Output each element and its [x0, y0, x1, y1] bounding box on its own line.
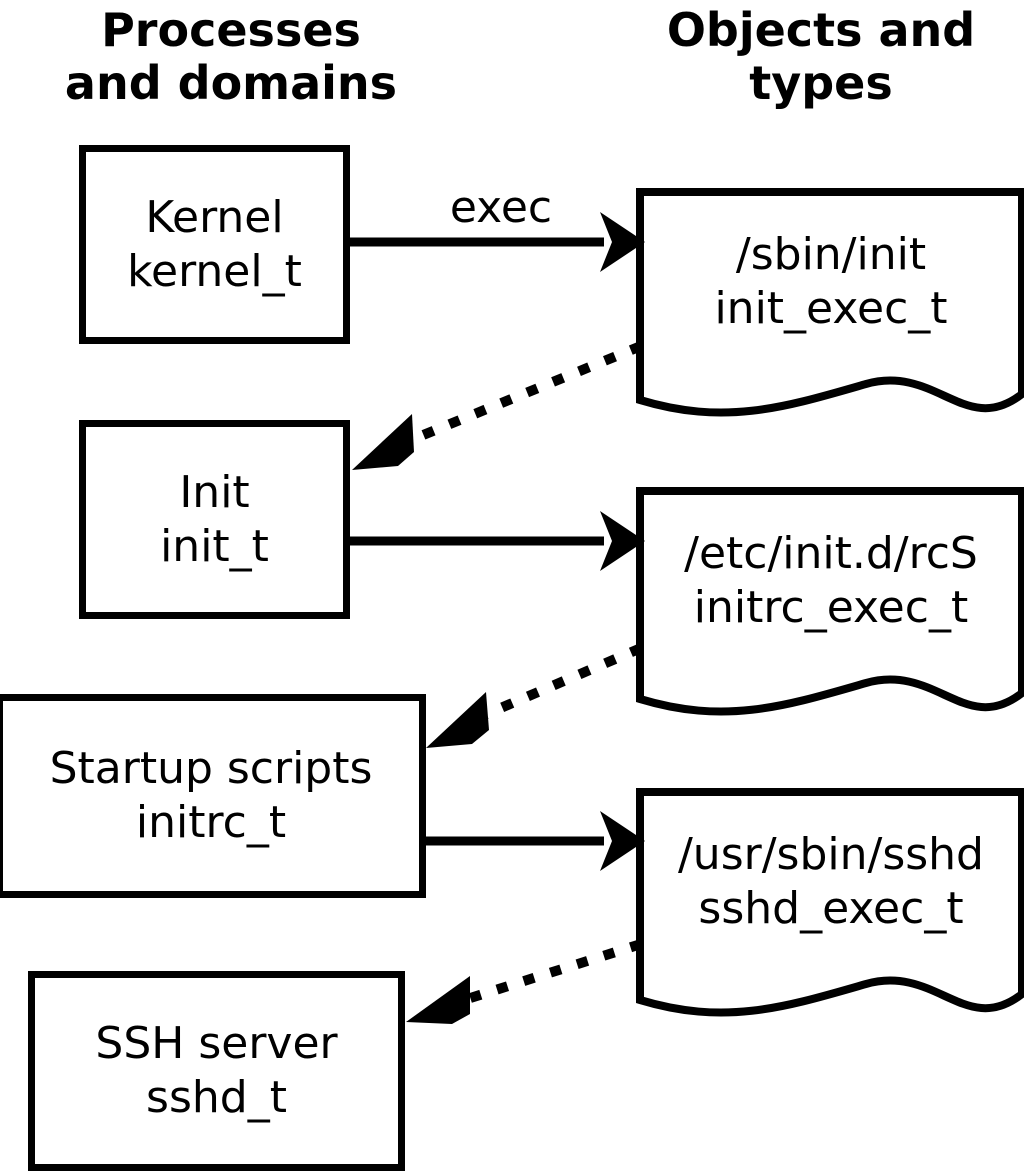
object-doc-initrc-exec[interactable]: /etc/init.d/rcS initrc_exec_t: [636, 487, 1024, 727]
process-box-sshd-type: sshd_t: [146, 1072, 287, 1123]
edge-init-exec-to-init: [352, 341, 643, 470]
process-box-initrc-name: Startup scripts: [49, 743, 373, 794]
process-box-init-type: init_t: [160, 520, 269, 572]
process-box-kernel[interactable]: Kernel kernel_t: [79, 145, 350, 344]
column-header-objects: Objects and types: [666, 3, 976, 110]
process-box-sshd-name: SSH server: [95, 1018, 338, 1069]
edge-initrc-exec-sshd: [426, 811, 645, 871]
object-doc-sshd-exec[interactable]: /usr/sbin/sshd sshd_exec_t: [636, 788, 1024, 1028]
edge-init-exec-initrc: [350, 511, 645, 571]
process-box-initrc[interactable]: Startup scripts initrc_t: [0, 694, 426, 898]
process-box-initrc-type: initrc_t: [135, 797, 287, 848]
process-box-kernel-type: kernel_t: [127, 245, 302, 297]
process-box-sshd[interactable]: SSH server sshd_t: [28, 971, 405, 1171]
edge-initrc-exec-to-initrc: [426, 643, 643, 748]
process-box-init[interactable]: Init init_t: [79, 420, 350, 619]
column-header-processes: Processes and domains: [64, 3, 398, 110]
process-box-init-name: Init: [179, 466, 250, 518]
object-doc-init-exec[interactable]: /sbin/init init_exec_t: [636, 188, 1024, 428]
edge-label-exec: exec: [449, 182, 553, 233]
process-box-kernel-name: Kernel: [145, 191, 284, 243]
edge-sshd-exec-to-sshd: [406, 939, 643, 1024]
